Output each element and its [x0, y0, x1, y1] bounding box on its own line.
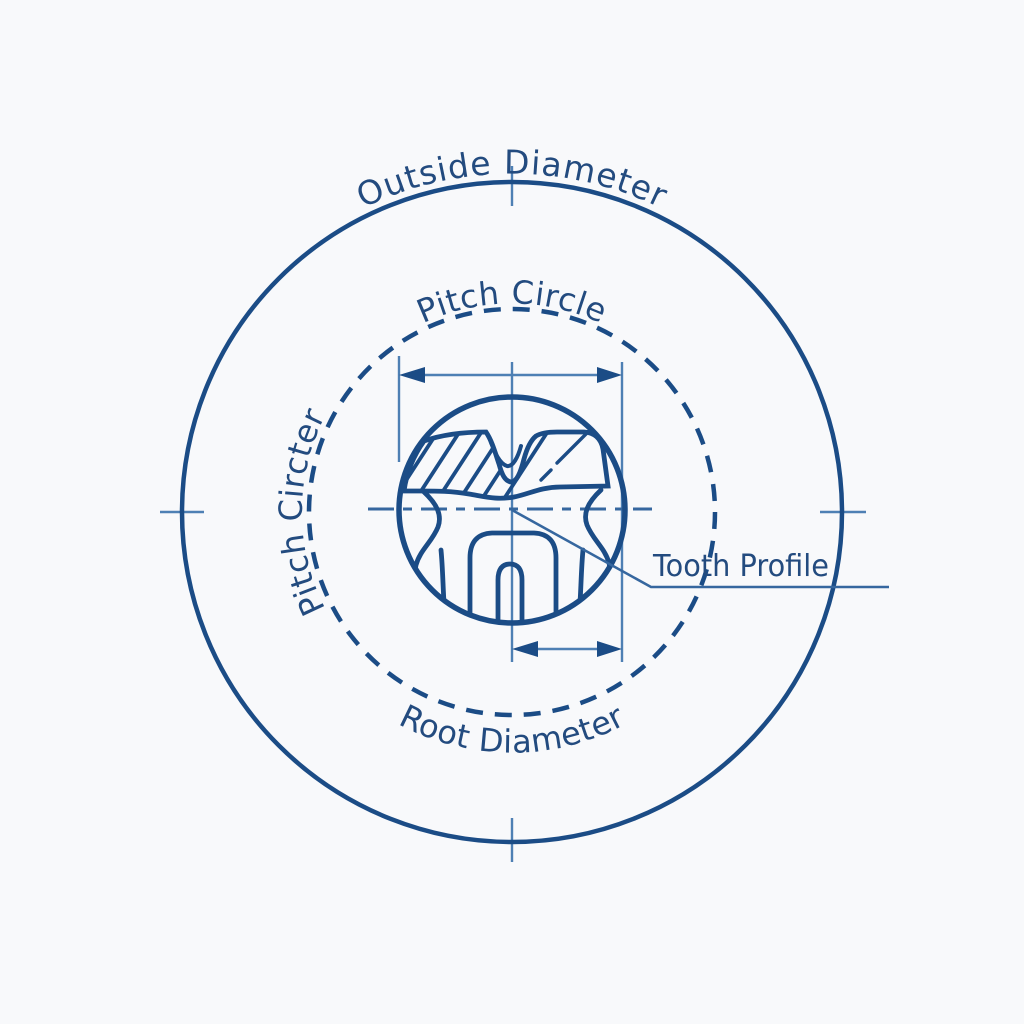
dimension-top: [399, 367, 622, 383]
outside-diameter-circle: [179, 179, 845, 845]
label-tooth-profile: Tooth Profile: [652, 549, 829, 584]
root-arch: [467, 530, 559, 621]
root-inner-line-right: [576, 547, 586, 620]
tooth-profile-leader-line: [511, 508, 889, 589]
label-root-diameter: Root Diameter: [394, 697, 631, 761]
tooth-profile-drawing: [396, 394, 628, 626]
arrowhead-right-icon: [597, 367, 622, 383]
dimension-bottom: [512, 641, 622, 657]
arrowhead-left-icon: [399, 367, 425, 383]
root-inner-line-left: [438, 547, 448, 620]
label-pitch-circle-left: Pitch Circter: [272, 402, 333, 622]
pitch-circle-dashed: [306, 306, 718, 718]
detail-circle: [396, 394, 628, 626]
dimension-extension-lines: [397, 356, 624, 662]
tooth-gap-inner-profile: [487, 435, 523, 468]
arrowhead-right-icon: [597, 641, 622, 657]
label-pitch-circle: Pitch Circle: [411, 273, 612, 330]
arrowhead-left-icon: [512, 641, 538, 657]
root-canal: [495, 561, 525, 621]
